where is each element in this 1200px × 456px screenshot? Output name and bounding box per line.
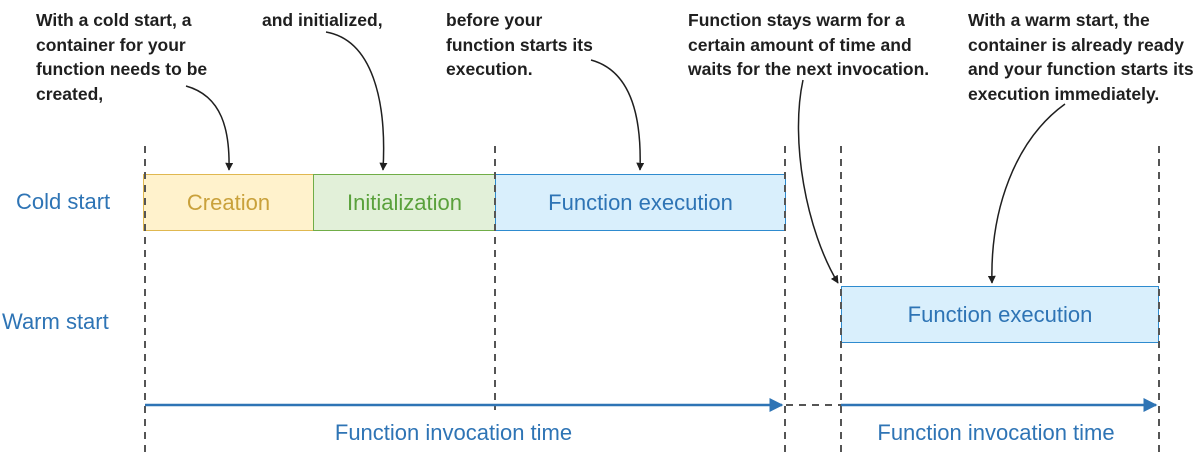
- callout-arrow-warm-start: [987, 103, 1066, 284]
- annotation-cold-exec: before your function starts its executio…: [446, 10, 593, 79]
- callout-arrow-warm-wait: [797, 79, 839, 284]
- creation-block: Creation: [143, 174, 314, 231]
- warm-function-execution-block: Function execution: [841, 286, 1159, 343]
- cold-invocation-time-label: Function invocation time: [334, 420, 573, 445]
- callout-arrow-creation: [185, 85, 234, 171]
- annotation-cold-init: and initialized,: [262, 10, 383, 30]
- cold-function-execution-block: Function execution: [495, 174, 786, 231]
- warm-invocation-time-label: Function invocation time: [877, 420, 1115, 445]
- callout-arrow-execution: [590, 59, 645, 171]
- callout-arrow-initialization: [325, 31, 388, 171]
- warm-start-label: Warm start: [2, 309, 109, 334]
- annotation-cold-create: With a cold start, a container for your …: [36, 10, 208, 104]
- annotation-warm-start: With a warm start, the container is alre…: [968, 10, 1194, 104]
- initialization-block: Initialization: [313, 174, 496, 231]
- cold-start-label: Cold start: [16, 189, 111, 214]
- annotation-warm-wait: Function stays warm for a certain amount…: [688, 10, 930, 79]
